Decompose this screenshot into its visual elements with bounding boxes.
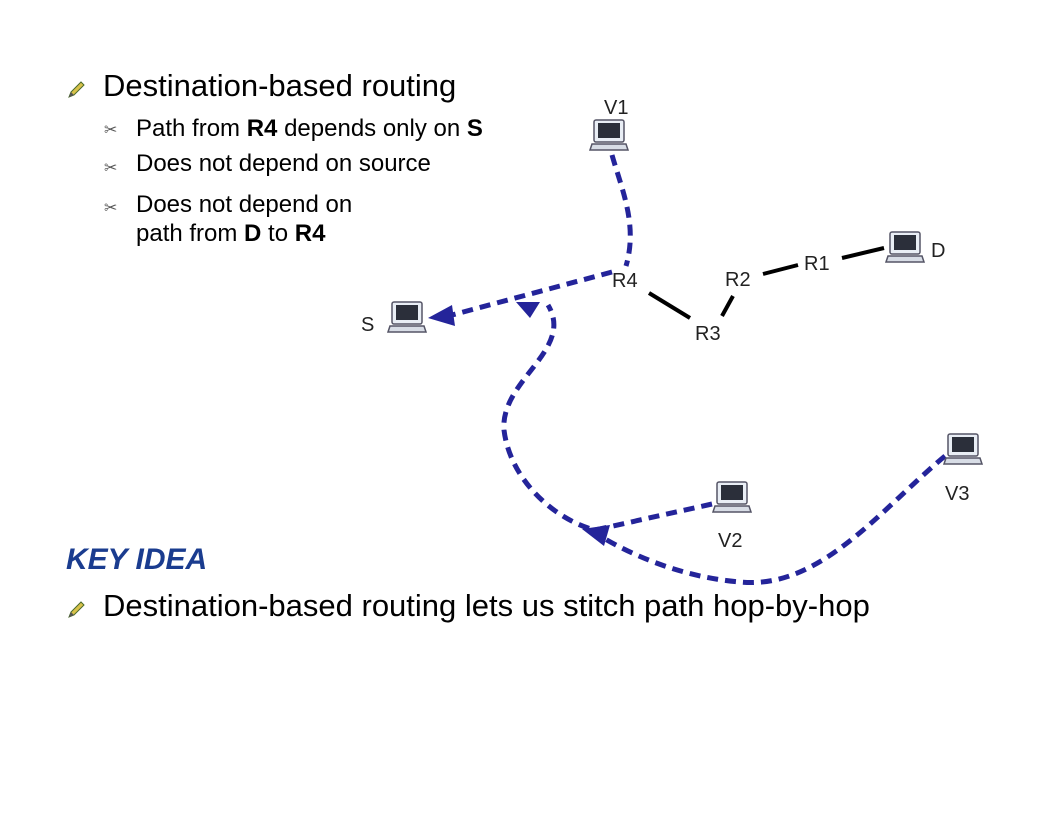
- computer-v2-icon: [712, 481, 752, 513]
- link-r2-r1: [762, 263, 799, 276]
- path-v2-loop: [501, 303, 713, 533]
- label-v2: V2: [718, 530, 742, 552]
- label-d: D: [931, 240, 945, 262]
- label-v3: V3: [945, 483, 969, 505]
- path-arrows: [428, 302, 610, 546]
- label-v1: V1: [604, 97, 628, 119]
- computer-v3-icon: [943, 433, 983, 465]
- sub-bullet-3-line1: Does not depend on: [136, 191, 353, 218]
- label-r1: R1: [804, 253, 830, 275]
- pen-bullet-icon: [68, 81, 85, 98]
- path-v1-r4: [609, 154, 633, 267]
- label-r2: R2: [725, 269, 751, 291]
- router-links: [647, 246, 885, 320]
- computer-d-icon: [885, 231, 925, 263]
- scissors-bullet-icon: ✂: [104, 198, 118, 217]
- sub-bullet-3: Does not depend on path from D to R4: [136, 190, 352, 248]
- label-r4: R4: [612, 270, 638, 292]
- label-s: S: [361, 314, 374, 336]
- scissors-bullet-icon: ✂: [104, 158, 118, 177]
- link-r4-r3: [647, 291, 692, 320]
- arrow-left-v2: [582, 525, 610, 546]
- sub-bullet-1: Path from R4 depends only on S: [136, 115, 483, 142]
- path-r4-s: [451, 269, 613, 318]
- link-r3-r2: [720, 295, 735, 317]
- main-bullet-text: Destination-based routing: [103, 68, 457, 103]
- key-idea-text: Destination-based routing lets us stitch…: [103, 588, 870, 623]
- sub-bullet-3-line2: path from D to R4: [136, 220, 326, 247]
- link-r1-d: [841, 246, 885, 260]
- scissors-bullet-icon: ✂: [104, 120, 118, 139]
- computer-s-icon: [387, 301, 427, 333]
- key-idea-heading: KEY IDEA: [66, 543, 208, 576]
- label-r3: R3: [695, 323, 721, 345]
- arrow-up-loop: [516, 302, 540, 318]
- arrow-to-s: [428, 305, 455, 326]
- computer-v1-icon: [589, 119, 629, 151]
- path-v3-loop: [598, 454, 947, 586]
- sub-bullet-2: Does not depend on source: [136, 150, 431, 177]
- pen-bullet-icon: [68, 601, 85, 618]
